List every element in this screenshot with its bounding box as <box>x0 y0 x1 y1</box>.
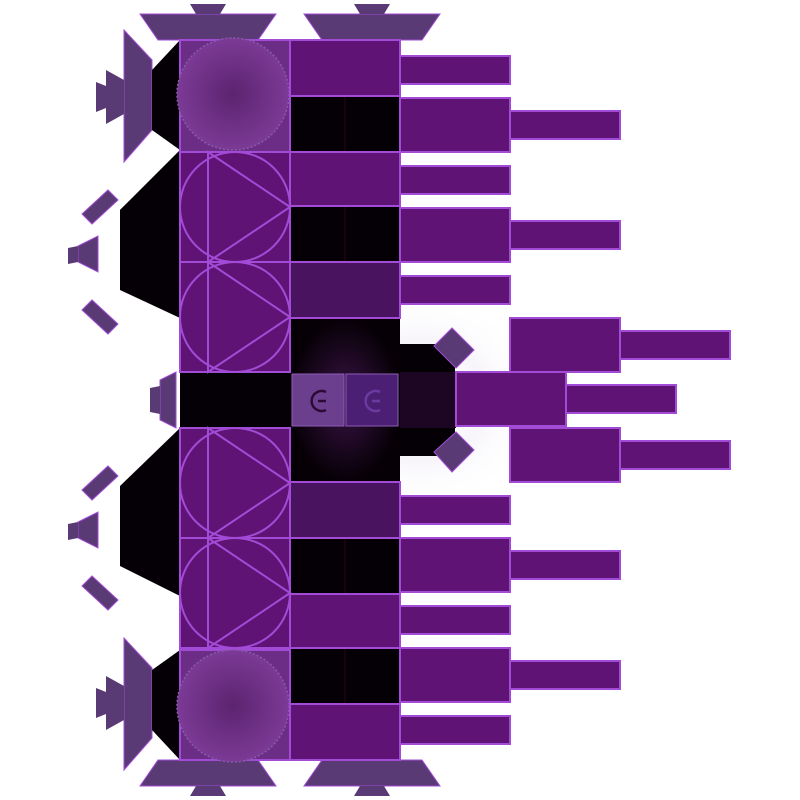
thruster-icon <box>433 327 475 473</box>
cannon-base <box>399 165 511 195</box>
cannon-base <box>509 317 621 373</box>
cannon-barrel <box>509 220 621 250</box>
cannon-icon <box>399 97 621 153</box>
cannon-base <box>455 371 567 427</box>
cannon-barrel <box>619 330 731 360</box>
cannon-base <box>399 715 511 745</box>
thruster-icon <box>303 759 441 796</box>
shield-top <box>176 37 291 153</box>
shield-icon <box>176 649 290 763</box>
cannon-icon <box>399 495 511 525</box>
cannon-base <box>399 275 511 305</box>
left-armor <box>120 40 456 760</box>
cannon-icon <box>399 165 511 195</box>
thruster-icon <box>68 189 119 335</box>
cannon-icon <box>399 715 511 745</box>
thruster-icon <box>96 636 153 772</box>
small-thrusters <box>68 189 475 611</box>
cannon-icon <box>509 427 731 483</box>
cannon-barrel <box>565 384 677 414</box>
cannon-base <box>399 97 511 153</box>
cannons <box>399 55 731 745</box>
cannon-icon <box>399 275 511 305</box>
cannon-icon <box>399 537 621 593</box>
bottom-thrusters <box>139 759 441 796</box>
cannon-base <box>399 495 511 525</box>
shield-icon <box>176 37 290 151</box>
cannon-icon <box>509 317 731 373</box>
left-thrusters <box>96 28 153 772</box>
cannon-base <box>399 647 511 703</box>
cannon-barrel <box>619 440 731 470</box>
cannon-base <box>399 55 511 85</box>
cannon-base <box>509 427 621 483</box>
cannon-icon <box>399 207 621 263</box>
cannon-base <box>399 537 511 593</box>
thruster-icon <box>96 28 153 164</box>
thruster-icon <box>150 371 177 429</box>
cannon-icon <box>399 647 621 703</box>
cannon-base <box>399 207 511 263</box>
triangle-reactor-icon <box>179 260 292 374</box>
reactor-block-lower <box>179 426 292 650</box>
cannon-base <box>399 605 511 635</box>
cannon-icon <box>399 55 511 85</box>
top-thrusters <box>139 4 441 41</box>
ship-core <box>291 373 399 427</box>
shield-bottom <box>176 649 291 763</box>
reactor-block-upper <box>179 150 292 374</box>
cannon-barrel <box>509 660 621 690</box>
cannon-barrel <box>509 110 621 140</box>
thruster-icon <box>139 4 277 41</box>
cannon-icon <box>399 605 511 635</box>
cannon-barrel <box>509 550 621 580</box>
power-icon <box>310 389 327 413</box>
thruster-icon <box>303 4 441 41</box>
power-icon <box>364 389 381 413</box>
thruster-icon <box>68 465 119 611</box>
thruster-icon <box>139 759 277 796</box>
cannon-icon <box>455 371 677 427</box>
